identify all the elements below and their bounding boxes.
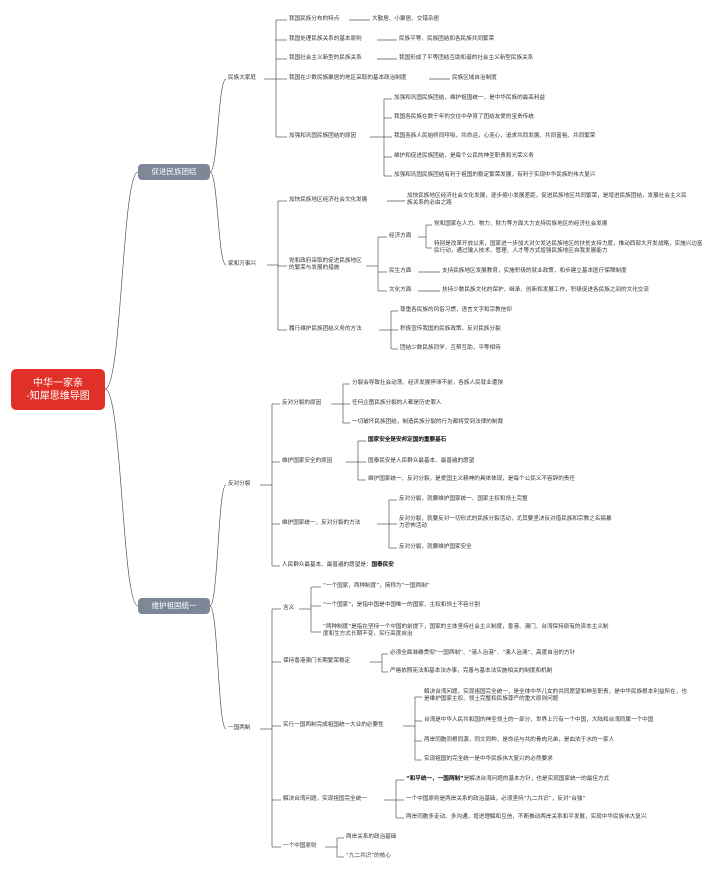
node-oppose-reasons[interactable]: 反对分裂的原因	[282, 400, 322, 406]
leaf-econ-2: 特别是改革开放以来，国家进一步加大对欠发达民族地区的扶贫支持力度，推动西部大开发…	[434, 241, 703, 254]
leaf-oppose-reason-2: 任何企图民族分裂的人都是历史罪人	[352, 400, 442, 406]
leaf-duty-1: 尊重各民族的风俗习惯，语言文字和宗教信仰	[400, 307, 512, 313]
leaf-meaning-2: “一个国家”，是指中国是中国唯一的国家，主权和领土不容分割	[323, 602, 480, 608]
leaf-hk-macau-2: 严格依照宪法和基本法办事，完善与基本法实施相关的制度和机制	[390, 668, 553, 674]
people-wish-label: 人民群众最基本、最普遍的愿望是：	[282, 562, 372, 568]
leaf-culture: 扶持少数民族文化的保护、继承、创新和发展工作，积极促进各民族之间的文化交流	[442, 287, 649, 293]
leaf-principle: 民族平等、民族团结和各民族共同繁荣	[399, 36, 495, 42]
leaf-reason-2: 我国各民族在数千年的交往中孕育了团结友爱的宝贵传统	[394, 114, 534, 120]
node-econ-aspect[interactable]: 经济方面	[389, 233, 412, 239]
leaf-taiwan-1-bold: “和平统一，一国两制”	[406, 776, 464, 782]
node-new-relations[interactable]: 我国社会主义新型的民族关系	[289, 55, 362, 61]
leaf-duty-3: 团结少数民族同学，互帮互助，平等相待	[400, 345, 501, 351]
leaf-necessity-3: 两岸同胞同根同源，同文同种，是命运与共的骨肉兄弟，是血浓于水的一家人	[424, 737, 615, 743]
leaf-reason-5: 加强和巩固民族团结有利于祖国的稳定繁荣发展，有利于实现中华民族的伟大复兴	[394, 172, 596, 178]
leaf-oppose-reason-1: 分裂会导致社会动荡、经济发展停滞不前，各族人民就业遭殃	[352, 380, 504, 386]
node-one-china[interactable]: 一个中国原则	[283, 843, 317, 849]
leaf-accelerate-development: 加快民族地区经济社会文化发展，逐步缩小发展差距，促进民族地区共同繁荣，是增进民族…	[407, 193, 687, 206]
node-measures[interactable]: 党和政府采取的促进民族地区的繁荣与发展的措施	[289, 258, 362, 271]
leaf-econ-1: 党和国家在人力、物力、财力等方面大力支持民族地区的经济社会发展	[434, 221, 608, 227]
leaf-security-1: 国家安全是安邦定国的重要基石	[368, 437, 447, 443]
node-security-reasons[interactable]: 维护国家安全的原因	[282, 458, 333, 464]
node-political-system[interactable]: 我国在少数民族聚居的地区采取的基本政治制度	[289, 75, 407, 81]
node-promote-unity[interactable]: 促进民族团结	[138, 164, 210, 180]
node-meaning[interactable]: 含义	[283, 605, 295, 611]
node-one-country-two-systems[interactable]: 一国两制	[228, 725, 251, 731]
leaf-taiwan-3: 两岸同胞多走动、多沟通，增进理解和互信，不断推动两岸关系和平发展，实现中华民族伟…	[406, 814, 647, 820]
root-node[interactable]: 中华一家亲 -知犀思维导图	[11, 369, 105, 410]
leaf-necessity-1: 解决台湾问题，实现祖国完全统一，是全体中华儿女的共同愿望和神圣职责，是中华民族根…	[424, 689, 687, 702]
leaf-livelihood: 支持民族地区发展教育，实施积极的就业政策，和步建立基本医疗保障制度	[442, 268, 627, 274]
leaf-necessity-4: 实现祖国的完全统一是中华民族伟大复兴的必然要求	[424, 756, 553, 762]
node-principle[interactable]: 我国处理民族关系的基本原则	[289, 36, 362, 42]
leaf-political-system: 民族区域自治制度	[452, 75, 497, 81]
leaf-reason-3: 我国各族人民始终同呼吸，共命运，心连心，追求共同发展、共同富裕、共同繁荣	[394, 133, 596, 139]
leaf-method-2: 反对分裂，就要反对一切形式的民族分裂活动，尤其要坚决反对借民族和宗教之名搞暴力恐…	[399, 516, 612, 529]
leaf-meaning-3: “两种制度”是指在坚持一个中国的前提下，国家的主体坚持社会主义制度，香港、澳门、…	[323, 624, 609, 637]
node-harmony[interactable]: 家和万事兴	[228, 261, 256, 267]
node-necessity[interactable]: 实行一国两制完成祖国统一大业的必要性	[283, 722, 384, 728]
node-unity-methods[interactable]: 维护国家统一，反对分裂的方法	[282, 520, 361, 526]
leaf-one-china-2: “九二共识”的核心	[346, 853, 391, 859]
leaf-hk-macau-1: 必须全面准确贯彻“一国两制”、“港人治港”、“澳人治澳”、高度自治的方针	[390, 650, 576, 656]
leaf-method-3: 反对分裂，就要维护国家安全	[399, 544, 472, 550]
leaf-method-1: 反对分裂，就要维护国家统一、国家主权和领土完整	[399, 496, 528, 502]
node-accelerate-development[interactable]: 加快民族地区经济社会文化发展	[289, 197, 368, 203]
node-taiwan[interactable]: 解决台湾问题，实现祖国完全统一	[283, 796, 367, 802]
node-maintain-unification[interactable]: 维护祖国统一	[138, 598, 210, 614]
leaf-duty-2: 积极宣传我国的民族政策，反对民族分裂	[400, 326, 501, 332]
node-duty-methods[interactable]: 履行维护民族团结义务的方法	[289, 326, 362, 332]
node-livelihood-aspect[interactable]: 民生方面	[389, 268, 412, 274]
leaf-reason-4: 维护和促进民族团结，是每个公民的神圣职责和光荣义务	[394, 153, 534, 159]
node-ethnic-family[interactable]: 民族大家庭	[228, 75, 256, 81]
leaf-reason-1: 加强和巩固民族团结，维护祖国统一，是中华民族的最高利益	[394, 95, 546, 101]
leaf-taiwan-1-rest: 是解决台湾问题的基本方针，也是实现国家统一的最佳方式	[463, 776, 610, 782]
leaf-meaning-1: “一个国家，两种制度”，简称为“一国两制”	[323, 583, 430, 589]
leaf-distribution: 大散居、小聚居、交错杂居	[372, 16, 440, 22]
leaf-taiwan-1: “和平统一，一国两制”是解决台湾问题的基本方针，也是实现国家统一的最佳方式	[406, 776, 609, 783]
leaf-one-china-1: 两岸关系的政治基础	[346, 834, 397, 840]
leaf-oppose-reason-3: 一切破坏民族团结，制造民族分裂的行为都将受到法律的制裁	[352, 419, 504, 425]
leaf-taiwan-2: 一个中国原则是两岸关系的政治基础，必须坚持“九二共识”，反对“台独”	[406, 796, 586, 802]
leaf-security-3: 维护国家统一、反对分裂，是爱国主义精神的具体体现，是每个公民义不容辞的责任	[368, 476, 575, 482]
leaf-necessity-2: 台湾是中华人民共和国的神圣领土的一部分，世界上只有一个中国，大陆和台湾同属一个中…	[424, 717, 654, 723]
root-title: 中华一家亲	[32, 378, 83, 389]
node-culture-aspect[interactable]: 文化方面	[389, 287, 412, 293]
node-hk-macau[interactable]: 保持香港澳门长期繁荣稳定	[283, 658, 351, 664]
node-unity-reasons[interactable]: 加强和巩固民族团结的原因	[289, 133, 357, 139]
people-wish-value: 国泰民安	[371, 562, 394, 568]
root-subtitle: -知犀思维导图	[26, 391, 90, 402]
node-distribution[interactable]: 我国民族分布的特点	[289, 16, 340, 22]
leaf-security-2: 国泰民安是人民群众最基本、最普遍的愿望	[368, 458, 475, 464]
node-people-wish[interactable]: 人民群众最基本、最普遍的愿望是：国泰民安	[282, 562, 394, 569]
node-oppose-separatism[interactable]: 反对分裂	[228, 481, 251, 487]
leaf-new-relations: 我国形成了平等团结互助和谐的社会主义新型民族关系	[399, 55, 534, 61]
